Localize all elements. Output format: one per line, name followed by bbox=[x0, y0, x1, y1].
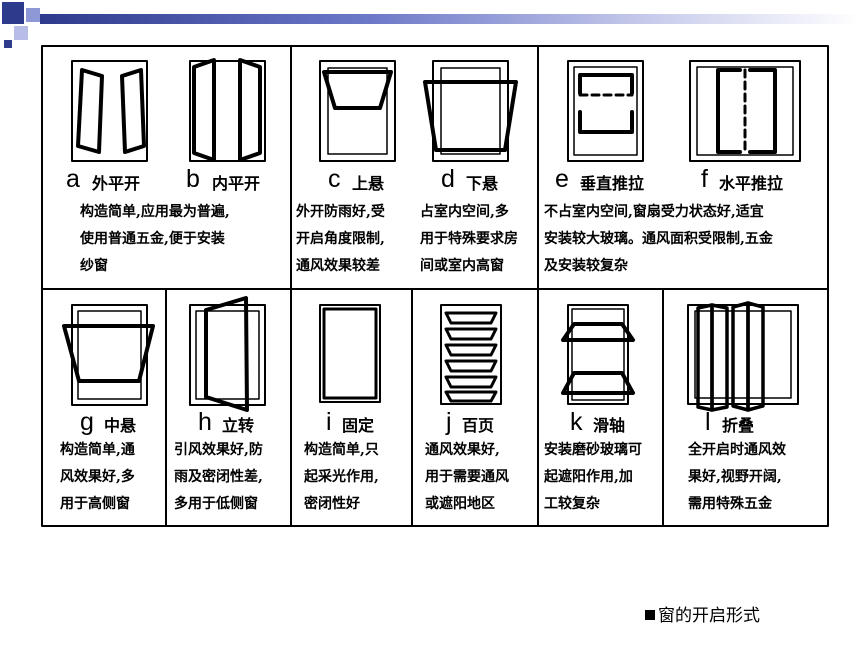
table-grid bbox=[41, 45, 829, 527]
description-g: 构造简单,通风效果好,多用于高侧窗 bbox=[60, 442, 135, 512]
label-letter-g: g bbox=[80, 408, 94, 436]
header-square-dark bbox=[2, 2, 24, 24]
label-name-j: 百页 bbox=[462, 416, 495, 435]
header-gradient-bar bbox=[40, 14, 860, 24]
caption-text: 窗的开启形式 bbox=[658, 606, 760, 626]
label-letter-j: j bbox=[446, 408, 452, 436]
description-i: 构造简单,只起采光作用,密闭性好 bbox=[304, 442, 379, 512]
label-letter-e: e bbox=[555, 165, 569, 193]
figure-caption: 窗的开启形式 bbox=[645, 601, 760, 626]
label-letter-l: l bbox=[705, 408, 711, 436]
folding-window-icon bbox=[687, 301, 799, 412]
description-k: 安装磨砂玻璃可起遮阳作用,加工较复杂 bbox=[544, 442, 642, 512]
description-d: 占室内空间,多用于特殊要求房间或室内高窗 bbox=[420, 204, 518, 274]
label-name-a: 外平开 bbox=[92, 174, 141, 193]
label-name-l: 折叠 bbox=[722, 416, 755, 435]
label-name-h: 立转 bbox=[222, 416, 255, 435]
label-letter-d: d bbox=[441, 165, 455, 193]
description-ab: 构造简单,应用最为普遍,使用普通五金,便于安装纱窗 bbox=[80, 204, 230, 274]
center-pivot-window-icon bbox=[62, 304, 155, 406]
label-letter-h: h bbox=[198, 408, 212, 436]
vertical-sliding-window-icon bbox=[567, 60, 644, 162]
label-name-c: 上悬 bbox=[352, 174, 385, 193]
description-l: 全开启时通风效果好,视野开阔,需用特殊五金 bbox=[688, 442, 786, 512]
fixed-window-icon bbox=[319, 304, 381, 403]
top-hung-window-icon bbox=[319, 60, 396, 162]
label-name-e: 垂直推拉 bbox=[580, 174, 645, 193]
description-c: 外开防雨好,受开启角度限制,通风效果较差 bbox=[296, 204, 385, 274]
horizontal-sliding-window-icon bbox=[689, 60, 801, 162]
description-h: 引风效果好,防雨及密闭性差,多用于低侧窗 bbox=[174, 442, 263, 512]
label-letter-a: a bbox=[66, 165, 80, 193]
label-name-b: 内平开 bbox=[212, 174, 261, 193]
label-name-f: 水平推拉 bbox=[719, 174, 784, 193]
square-bullet-icon bbox=[645, 610, 655, 620]
description-j: 通风效果好,用于需要通风或遮阳地区 bbox=[425, 442, 509, 512]
label-name-i: 固定 bbox=[342, 416, 375, 435]
sliding-pivot-window-icon bbox=[561, 304, 635, 405]
vertical-pivot-window-icon bbox=[189, 296, 266, 412]
label-letter-c: c bbox=[328, 165, 341, 193]
header-square-small bbox=[4, 40, 12, 48]
label-letter-b: b bbox=[186, 165, 200, 193]
label-name-k: 滑轴 bbox=[593, 416, 626, 435]
header-square-pale bbox=[14, 26, 28, 40]
label-letter-k: k bbox=[570, 408, 583, 436]
outward-casement-window-icon bbox=[71, 60, 148, 162]
inward-casement-window-icon bbox=[189, 58, 266, 162]
louver-window-icon bbox=[440, 304, 502, 405]
bottom-hung-window-icon bbox=[423, 60, 518, 162]
label-letter-f: f bbox=[701, 165, 708, 193]
label-name-d: 下悬 bbox=[466, 174, 499, 193]
description-ef: 不占室内空间,窗扇受力状态好,适宜安装较大玻璃。通风面积受限制,五金及安装较复杂 bbox=[544, 204, 773, 274]
label-name-g: 中悬 bbox=[104, 416, 137, 435]
header-square-light bbox=[26, 8, 40, 22]
label-letter-i: i bbox=[326, 408, 332, 436]
